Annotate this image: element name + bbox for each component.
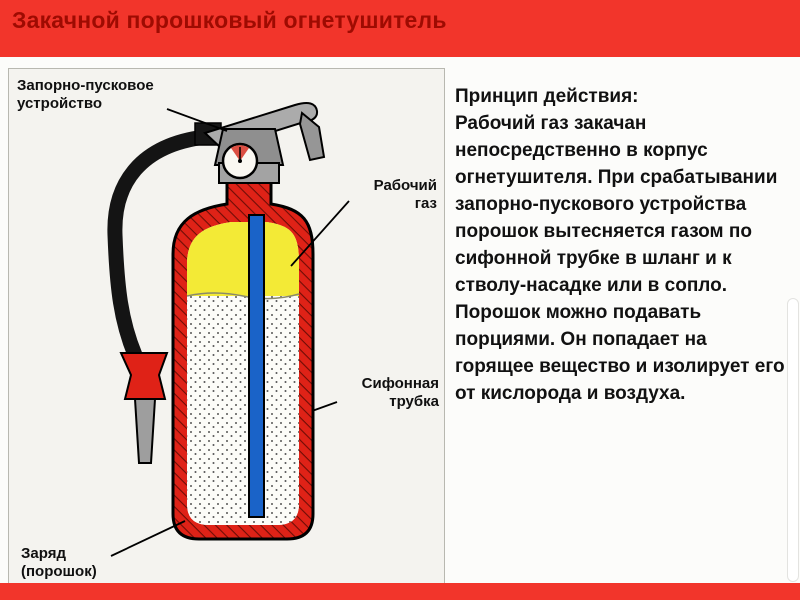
valve-pointer-line bbox=[166, 108, 228, 132]
nozzle-collar bbox=[119, 352, 169, 400]
scrollbar-thumb[interactable] bbox=[787, 298, 799, 582]
nozzle-tip bbox=[133, 398, 157, 464]
gas-powder-boundary bbox=[187, 292, 299, 300]
gas-region bbox=[187, 222, 299, 296]
lever-hook bbox=[298, 111, 326, 162]
title-banner: Закачной порошковый огнетушитель bbox=[0, 0, 800, 57]
bottom-bar bbox=[0, 583, 800, 600]
description-heading: Принцип действия: bbox=[455, 86, 639, 107]
pressure-gauge bbox=[221, 142, 259, 180]
slide-title: Закачной порошковый огнетушитель bbox=[12, 7, 447, 33]
valve-assembly bbox=[194, 102, 326, 184]
pointer-lines bbox=[110, 108, 350, 557]
siphon-tube bbox=[248, 214, 265, 518]
powder-region bbox=[187, 296, 299, 525]
hose bbox=[107, 129, 213, 363]
extinguisher-body bbox=[171, 179, 315, 541]
label-valve: Запорно-пусковое устройство bbox=[17, 77, 154, 113]
description: Принцип действия: Рабочий газ закачан не… bbox=[455, 84, 787, 408]
label-siphon: Сифонная трубка bbox=[361, 375, 439, 411]
label-charge: Заряд (порошок) bbox=[21, 545, 97, 581]
charge-pointer-line bbox=[110, 520, 186, 557]
extinguisher-diagram: Запорно-пусковое устройство Рабочий газ … bbox=[8, 68, 445, 585]
gas-pointer-line bbox=[290, 200, 350, 267]
description-body: Рабочий газ закачан непосредственно в ко… bbox=[455, 112, 785, 404]
hose-and-nozzle bbox=[107, 129, 213, 464]
label-gas: Рабочий газ bbox=[373, 177, 437, 213]
siphon-pointer-line bbox=[311, 401, 338, 412]
extinguisher-drawing bbox=[107, 102, 350, 557]
